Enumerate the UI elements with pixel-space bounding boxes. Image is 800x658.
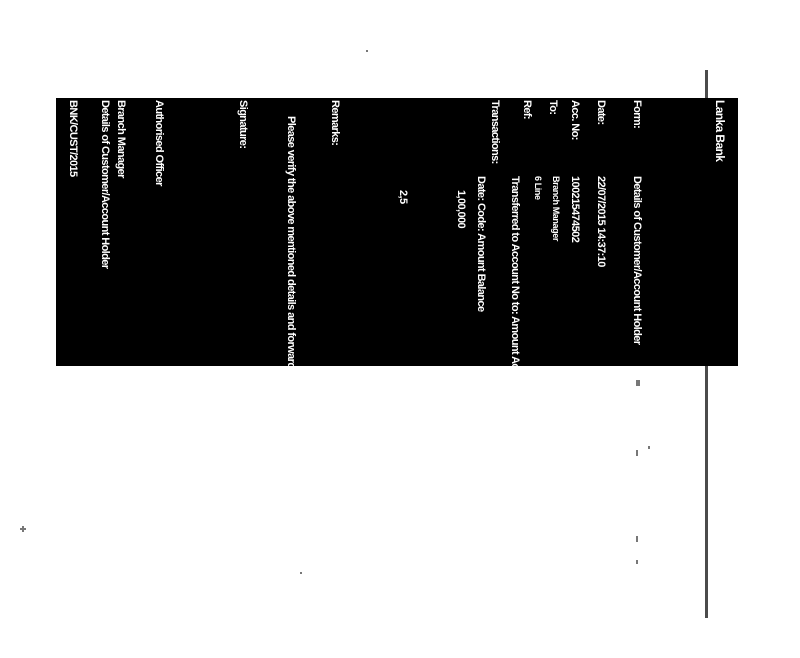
transaction-row-1: Transferred to Account No to: Amount Acc… [509,176,521,436]
remarks-text: Please verify the above mentioned detail… [285,116,297,658]
field-value-date: 22/07/2015 14:37:10 [595,176,607,267]
scan-speck [636,380,640,386]
footer-code: BNK/CUST/2015 [67,100,79,177]
authorised-label: Authorised Officer [153,100,165,186]
transaction-row-4: 2,5 [397,190,409,204]
scan-speck [22,526,24,532]
field-label-ref: Ref: [521,100,533,119]
transaction-row-2: Date: Code: Amount Balance [475,176,487,312]
scan-speck [636,450,638,456]
field-value-ref: 6 Line [533,176,543,200]
transaction-row-3: 1,00,000 [455,190,467,229]
field-value-account: 100215474502 [569,176,581,243]
footer-line-1: Branch Manager [115,100,127,178]
page-title: Lanka Bank [713,100,727,162]
field-value-to: Branch Manager [551,176,561,241]
transactions-label: Transactions: [489,100,501,164]
remarks-label: Remarks: [329,100,341,146]
field-label-to: To: [547,100,559,115]
scan-speck [300,572,302,574]
signature-label: Signature: [237,100,249,149]
field-label-account: Acc. No: [569,100,581,140]
scan-speck [366,50,368,52]
scan-speck [636,536,638,542]
scan-speck [636,560,638,564]
scan-speck [648,446,650,449]
document-panel [56,98,738,366]
footer-line-2: Details of Customer/Account Holder [99,100,111,269]
field-label-form: Form: [631,100,643,129]
scanned-page: Lanka Bank Form: Date: Acc. No: To: Ref:… [20,50,738,618]
page-divider-gap [704,98,710,366]
field-label-date: Date: [595,100,607,125]
field-value-form: Details of Customer/Account Holder [631,176,643,345]
